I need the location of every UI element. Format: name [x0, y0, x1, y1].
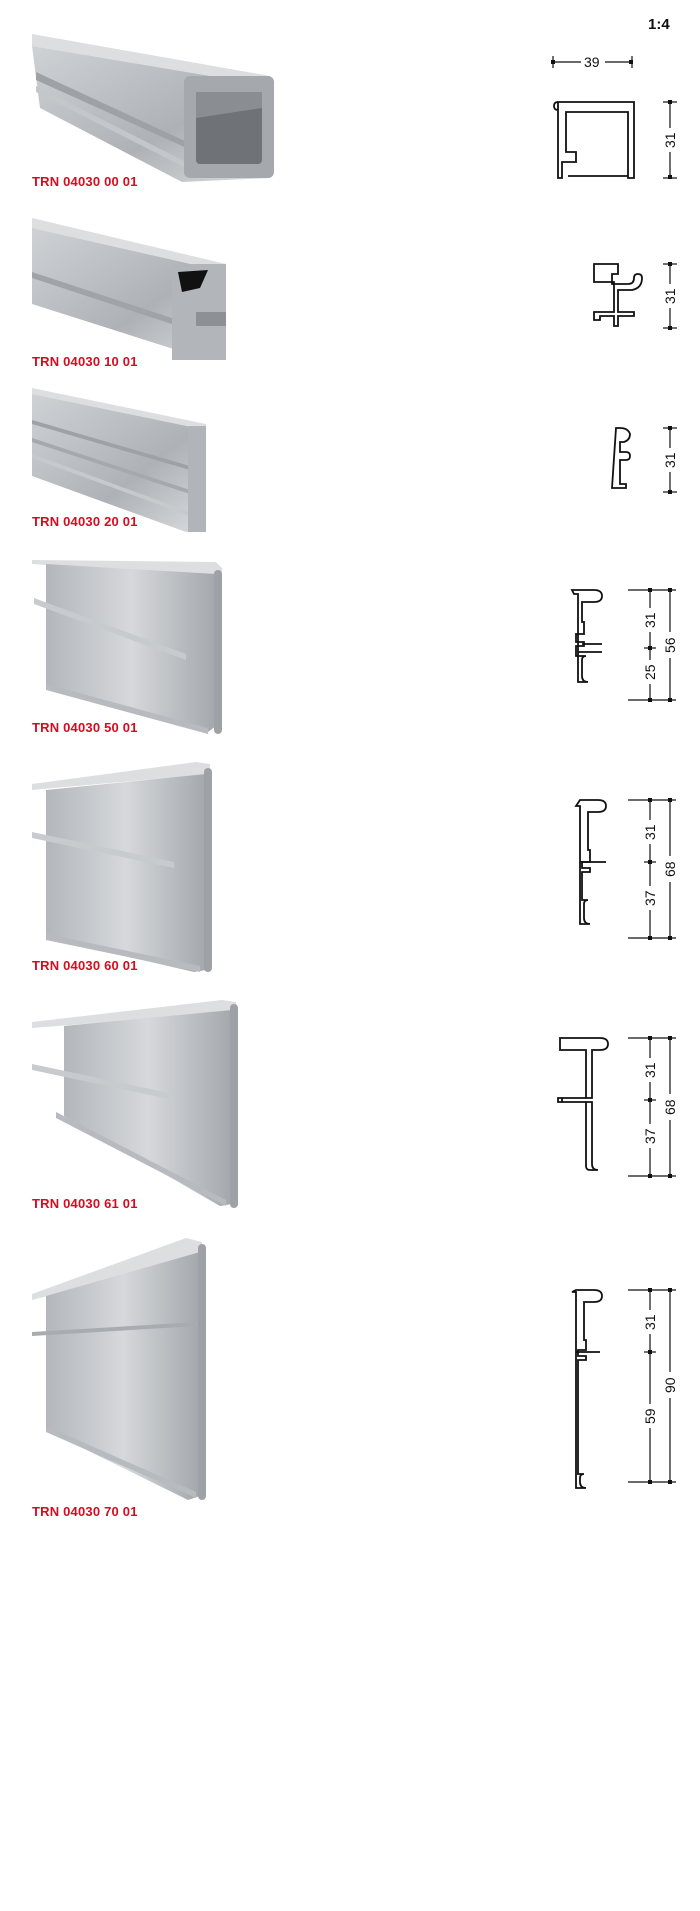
product-code: TRN 04030 00 01 — [32, 174, 138, 189]
dimension-label: 25 — [642, 664, 658, 680]
cross-section-drawing: 31 37 68 — [557, 1036, 678, 1178]
dimension-label: 37 — [642, 890, 658, 906]
dimension-label: 37 — [642, 1128, 658, 1144]
dimension-label: 68 — [662, 1099, 678, 1115]
profile-render-image — [32, 1238, 206, 1500]
profile-render-image — [32, 560, 222, 734]
product-code: TRN 04030 50 01 — [32, 720, 138, 735]
profile-row-3: TRN 04030 20 01 31 — [0, 380, 700, 536]
cross-section-drawing: 39 31 — [551, 53, 678, 179]
product-code: TRN 04030 70 01 — [32, 1504, 138, 1519]
dimension-label: 31 — [642, 824, 658, 840]
dimension-label: 68 — [662, 861, 678, 877]
product-code: TRN 04030 61 01 — [32, 1196, 138, 1211]
dimension-label: 31 — [662, 452, 678, 468]
product-code: TRN 04030 60 01 — [32, 958, 138, 973]
profile-render-image — [32, 762, 212, 972]
dimension-label: 56 — [662, 637, 678, 653]
profile-render-image — [32, 1000, 238, 1208]
dimension-label: 90 — [662, 1377, 678, 1393]
dimension-label: 59 — [642, 1408, 658, 1424]
dimension-label: 31 — [642, 1314, 658, 1330]
profile-row-1: TRN 04030 00 01 39 31 — [0, 28, 700, 198]
profile-render-image — [32, 218, 226, 360]
dimension-label: 31 — [662, 132, 678, 148]
cross-section-drawing: 31 59 90 — [571, 1288, 678, 1489]
profile-row-7: TRN 04030 70 01 31 59 90 — [0, 1234, 700, 1524]
profile-row-5: TRN 04030 60 01 31 37 68 — [0, 758, 700, 978]
dimension-label: 31 — [662, 288, 678, 304]
product-code: TRN 04030 20 01 — [32, 514, 138, 529]
profile-render-image — [32, 34, 274, 182]
profile-row-4: TRN 04030 50 01 31 25 56 — [0, 556, 700, 746]
cross-section-drawing: 31 — [593, 262, 678, 330]
product-code: TRN 04030 10 01 — [32, 354, 138, 369]
profile-row-6: TRN 04030 61 01 31 37 68 — [0, 996, 700, 1216]
dimension-label: 31 — [642, 612, 658, 628]
cross-section-drawing: 31 37 68 — [574, 798, 678, 940]
cross-section-drawing: 31 25 56 — [570, 588, 678, 702]
profile-render-image — [32, 388, 206, 532]
profile-row-2: TRN 04030 10 01 31 — [0, 212, 700, 369]
dimension-label: 31 — [642, 1062, 658, 1078]
cross-section-drawing: 31 — [611, 426, 678, 494]
dimension-label: 39 — [584, 54, 600, 70]
scale-label: 1:4 — [648, 16, 670, 33]
